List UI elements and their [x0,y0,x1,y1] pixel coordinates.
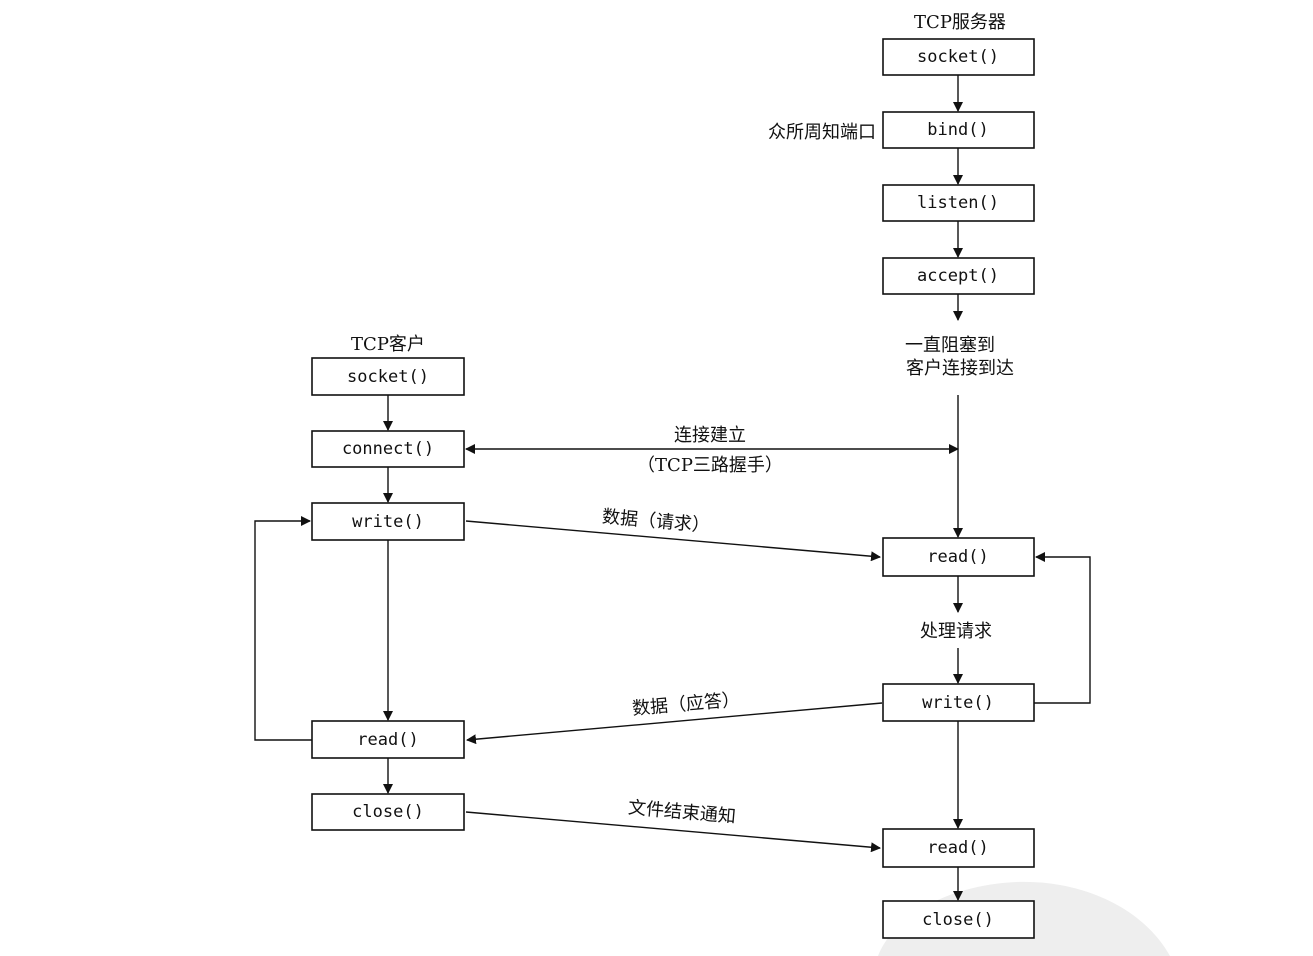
client-read-label: read() [357,730,418,750]
server-close-label: close() [922,910,994,930]
eof-label: 文件结束通知 [627,797,736,827]
arrow-data-reply [466,702,883,745]
arrow-eof-notify [465,811,881,853]
server-block-note-line2: 客户连接到达 [906,358,1014,379]
arrow-client-loop [254,516,312,741]
server-socket-box [882,38,1035,76]
client-write-box [311,502,465,541]
server-block-note-line1: 一直阻塞到 [905,335,995,356]
server-bind-label: bind() [927,120,988,140]
server-listen-label: listen() [917,193,999,213]
server-accept-label: accept() [917,266,999,286]
client-close-label: close() [352,802,424,822]
reply-label: 数据（应答） [631,689,740,719]
server-write-label: write() [922,693,994,713]
arrow-data-request [465,520,881,562]
server-read2-label: read() [927,838,988,858]
server-bind-box [882,111,1035,149]
server-listen-box [882,184,1035,222]
server-read-label: read() [927,547,988,567]
client-connect-label: connect() [342,439,434,459]
server-read2-box [882,828,1035,868]
connect-label-line1: 连接建立 [674,425,746,446]
server-bind-note: 众所周知端口 [768,122,876,143]
server-read-box [882,537,1035,577]
server-heading: TCP服务器 [914,12,1006,33]
client-connect-box [311,430,465,468]
client-socket-box [311,357,465,396]
server-accept-box [882,257,1035,295]
server-close-box [882,900,1035,939]
client-socket-label: socket() [347,367,429,387]
client-read-box [311,720,465,759]
arrow-server-loop [1034,552,1091,704]
client-close-box [311,793,465,831]
client-heading: TCP客户 [351,334,425,355]
server-write-box [882,683,1035,722]
server-socket-label: socket() [917,47,999,67]
request-label: 数据（请求） [601,506,710,536]
server-process-note: 处理请求 [920,621,992,642]
client-write-label: write() [352,512,424,532]
connect-label-line2: （TCP三路握手） [637,455,783,476]
